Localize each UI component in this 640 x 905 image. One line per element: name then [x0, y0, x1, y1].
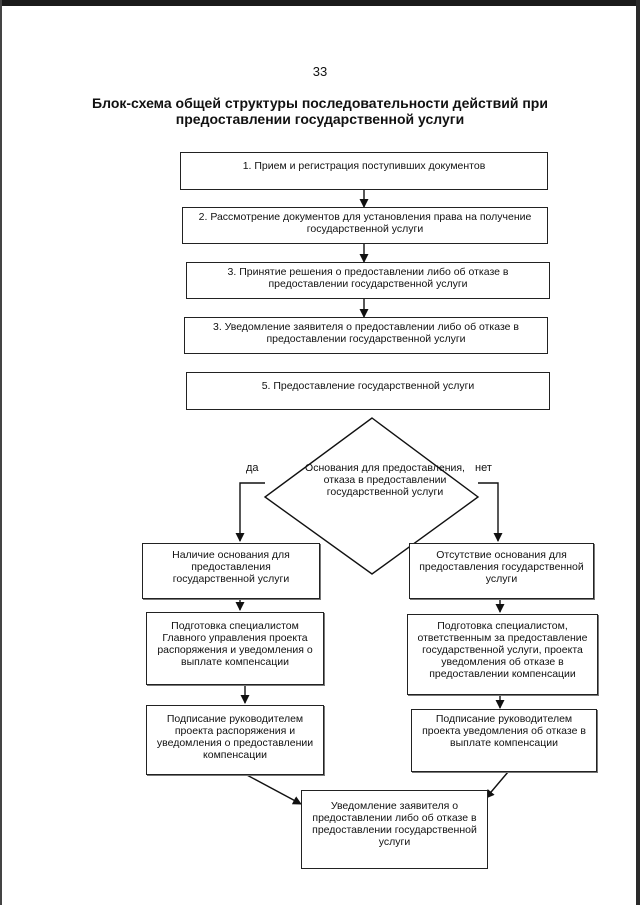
yes-branch-box-1: Наличие основания для предоставления гос… — [142, 543, 320, 599]
step-1-text: 1. Прием и регистрация поступивших докум… — [242, 160, 486, 172]
step-2-text: 2. Рассмотрение документов для установле… — [198, 211, 532, 235]
step-3-text: 3. Принятие решения о предоставлении либ… — [227, 266, 509, 290]
arrow-left-to-final — [244, 773, 302, 805]
page-title: Блок-схема общей структуры последователь… — [92, 95, 548, 127]
no-branch-text-3: Подписание руководителем проекта уведомл… — [422, 713, 586, 749]
yes-branch-text-1: Наличие основания для предоставления гос… — [172, 549, 290, 585]
no-branch-text-1: Отсутствие основания для предоставления … — [419, 549, 584, 585]
yes-branch-box-2: Подготовка специалистом Главного управле… — [146, 612, 324, 685]
arrow-no-branch — [478, 482, 503, 542]
no-branch-box-1: Отсутствие основания для предоставления … — [409, 543, 594, 599]
step-5-text: 5. Предоставление государственной услуги — [261, 380, 475, 392]
step-1-box: 1. Прием и регистрация поступивших докум… — [180, 152, 548, 190]
final-step-text: Уведомление заявителя о предоставлении л… — [312, 800, 477, 848]
scan-top-edge — [0, 0, 640, 6]
final-step-box: Уведомление заявителя о предоставлении л… — [301, 790, 488, 869]
step-4-box: 3. Уведомление заявителя о предоставлени… — [184, 317, 548, 354]
step-3-box: 3. Принятие решения о предоставлении либ… — [186, 262, 550, 299]
yes-branch-text-3: Подписание руководителем проекта распоря… — [156, 713, 314, 761]
no-label: нет — [475, 462, 492, 474]
step-4-text: 3. Уведомление заявителя о предоставлени… — [212, 321, 519, 345]
no-branch-box-2: Подготовка специалистом, ответственным з… — [407, 614, 598, 695]
yes-branch-text-2: Подготовка специалистом Главного управле… — [157, 620, 313, 668]
no-branch-text-2: Подготовка специалистом, ответственным з… — [417, 620, 588, 680]
no-branch-box-3: Подписание руководителем проекта уведомл… — [411, 709, 597, 772]
page-number: 33 — [312, 64, 328, 79]
scan-right-edge — [636, 0, 640, 905]
yes-branch-box-3: Подписание руководителем проекта распоря… — [146, 705, 324, 775]
arrow-right-to-final — [485, 771, 509, 799]
decision-text: Основания для предоставления, отказа в п… — [305, 462, 465, 498]
step-5-box: 5. Предоставление государственной услуги — [186, 372, 550, 410]
scan-left-edge — [0, 0, 2, 905]
yes-label: да — [246, 462, 259, 474]
decision-diamond — [263, 417, 480, 575]
arrow-yes-branch — [235, 482, 265, 542]
step-2-box: 2. Рассмотрение документов для установле… — [182, 207, 548, 244]
